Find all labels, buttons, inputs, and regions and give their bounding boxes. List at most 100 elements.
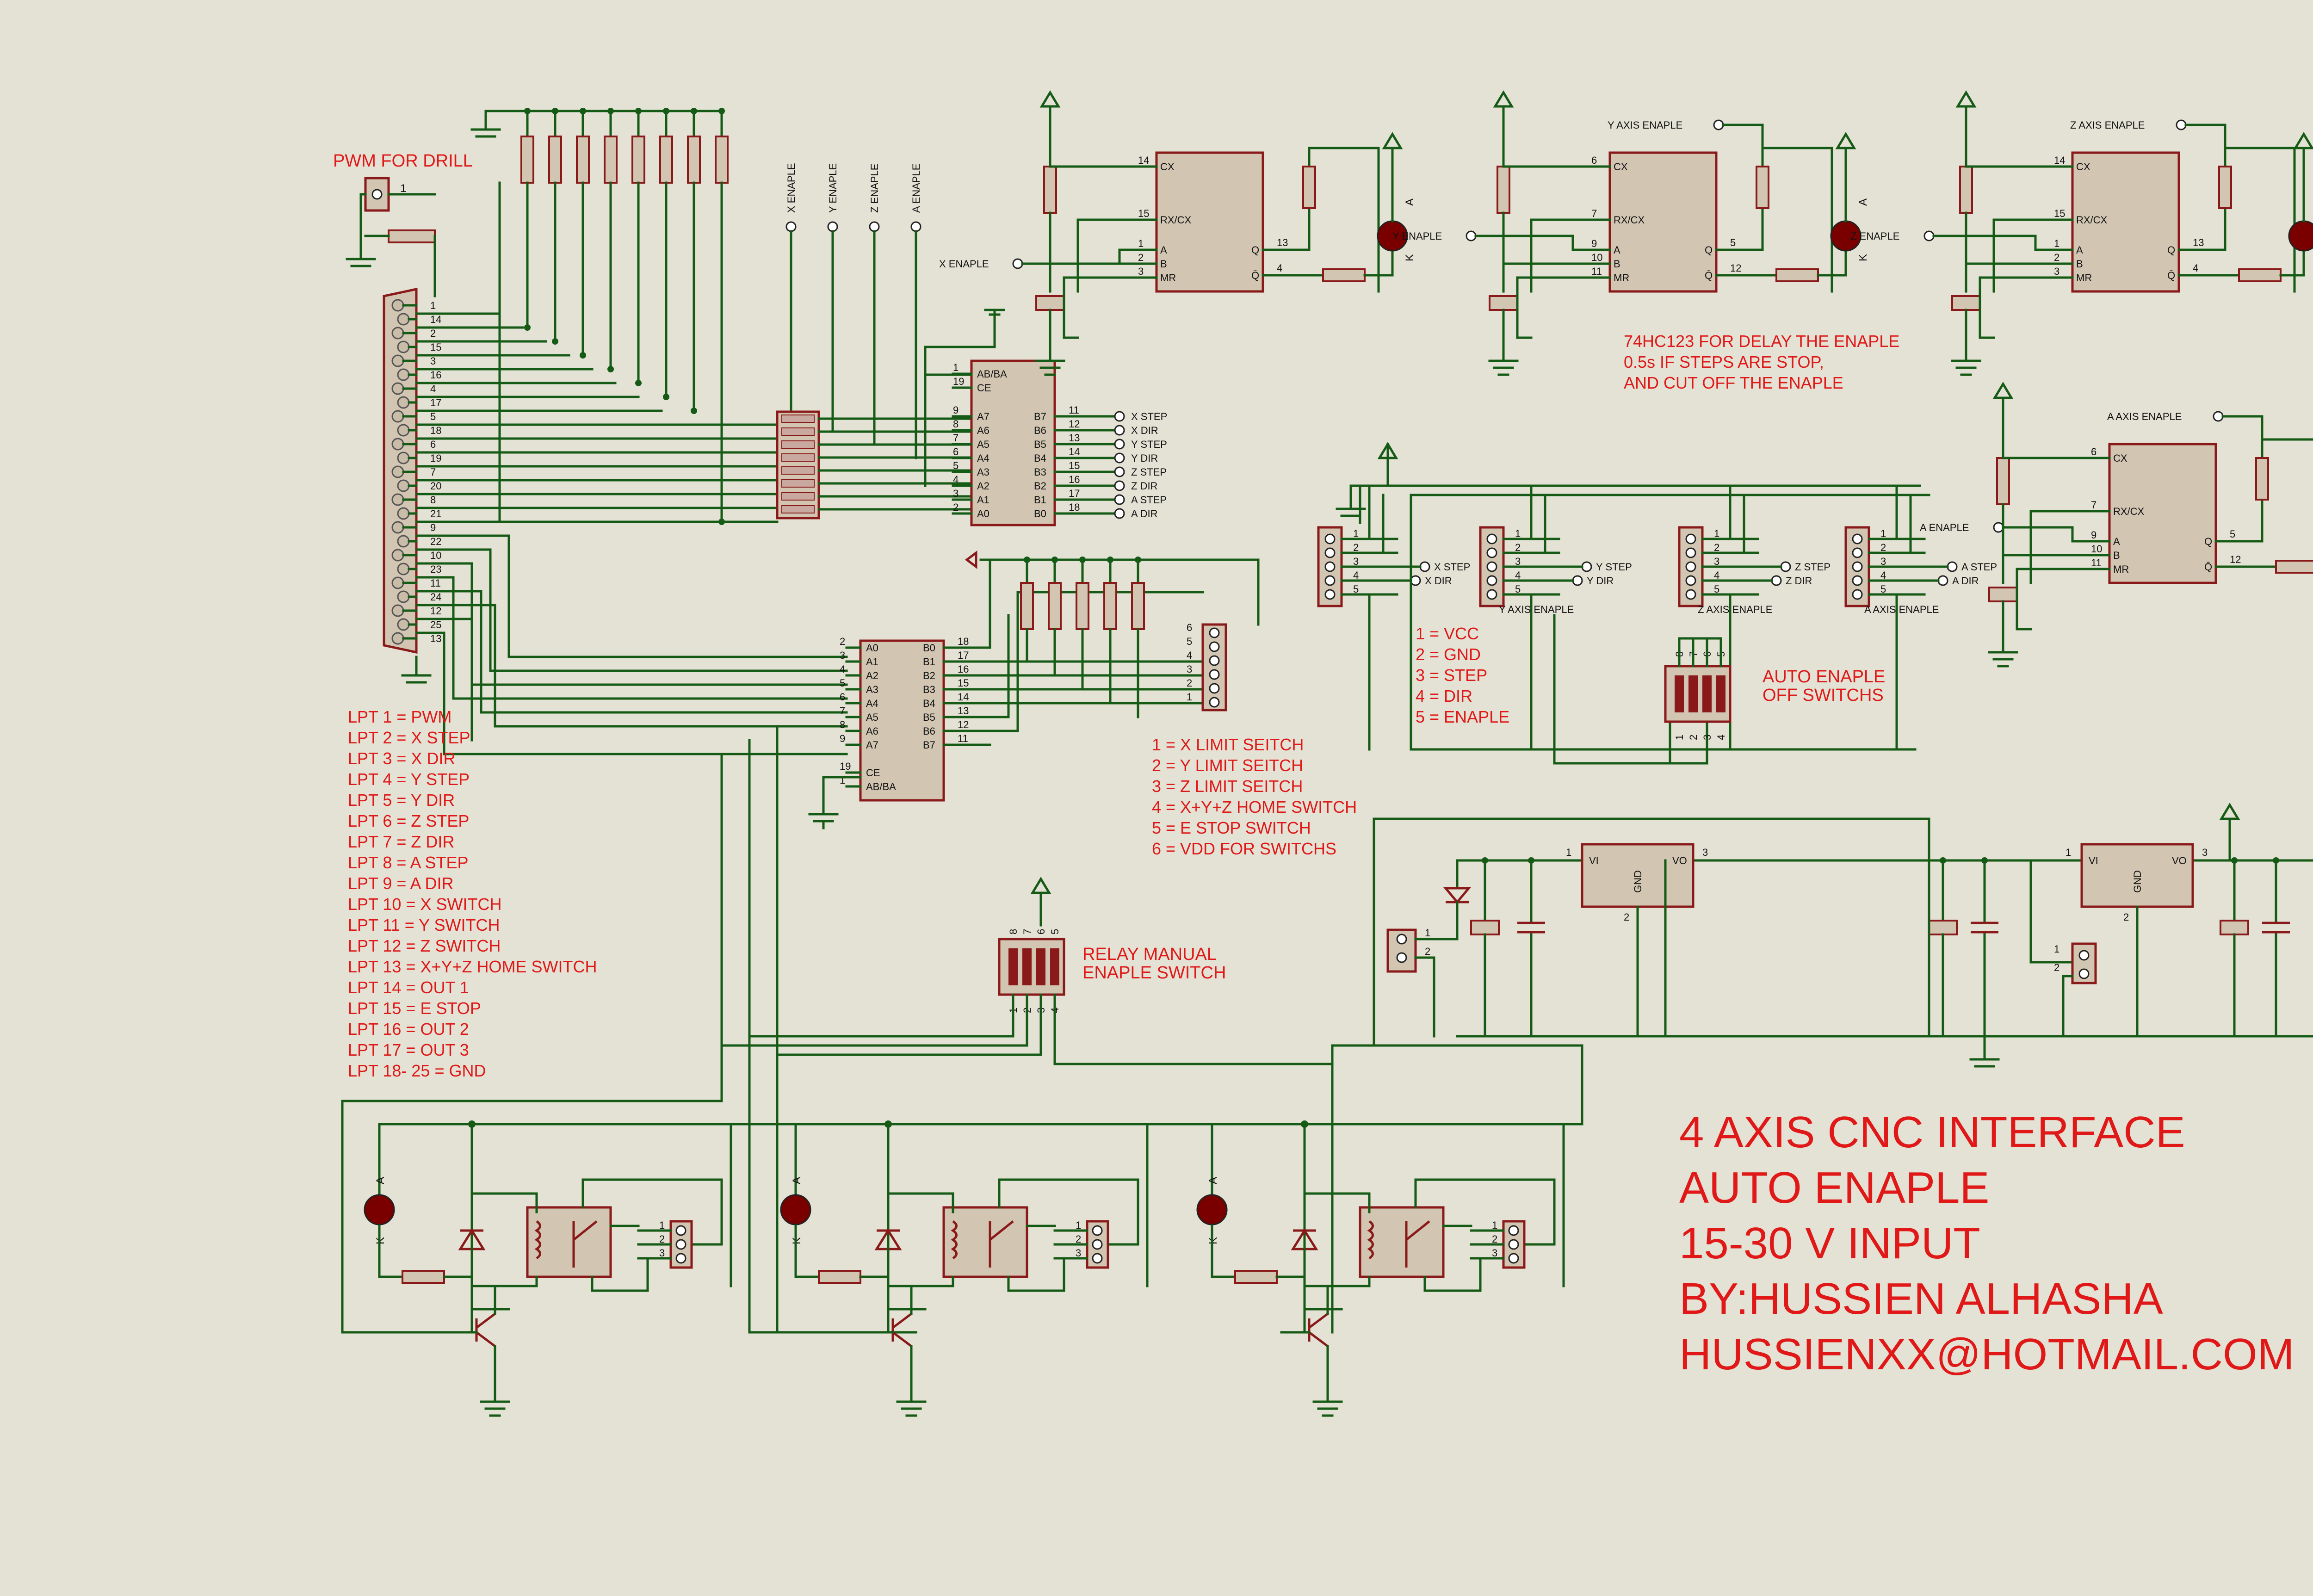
db25-pin-number: 22	[430, 536, 441, 547]
chip-pin-number: 5	[953, 460, 959, 471]
switch-connector-pin	[1209, 683, 1220, 694]
driver-pin-number: 2	[1515, 542, 1521, 553]
chip-pin-name: Q	[1251, 244, 1259, 256]
driver-pin-number: 2	[1714, 542, 1719, 553]
chip-pin-name: B4	[923, 698, 935, 709]
lpt-legend-item: LPT 17 = OUT 3	[348, 1040, 469, 1059]
driver-pin-number: 3	[1515, 556, 1521, 567]
chip-pin-number: 2	[1138, 252, 1144, 263]
connector-pin-number: 4	[1187, 650, 1192, 661]
resistor	[1020, 582, 1034, 630]
relay-connector-pin	[1508, 1225, 1519, 1236]
resistor	[2255, 457, 2269, 501]
title-line: 4 AXIS CNC INTERFACE	[1679, 1107, 2185, 1157]
db25-pin	[391, 521, 404, 534]
svg-text:K: K	[1404, 254, 1416, 261]
chip-pin-number: 15	[958, 677, 969, 689]
driver-bus	[1336, 442, 1930, 765]
svg-text:A: A	[374, 1177, 387, 1184]
resistor	[1756, 166, 1769, 209]
chip-pin-name: A7	[977, 411, 990, 422]
output-connector-pin	[2078, 968, 2090, 979]
db25-pin	[397, 563, 410, 575]
oneshot-output-pin	[2176, 119, 2187, 130]
lpt-legend-item: LPT 6 = Z STEP	[348, 811, 469, 830]
relay-connector-pin	[675, 1239, 686, 1250]
dip-pin-number: 5	[1049, 929, 1061, 934]
enable-input-pin	[1993, 522, 2004, 533]
db25-pin	[397, 424, 410, 437]
lpt-legend-item: LPT 14 = OUT 1	[348, 978, 469, 997]
driver-legend-item: 4 = DIR	[1416, 687, 1472, 705]
db25-pin	[397, 396, 410, 409]
power-connector-pin	[1396, 934, 1407, 945]
chip-pin-name: A	[1614, 244, 1620, 256]
chip-pin-number: 19	[840, 761, 851, 772]
regulator-pin-number: 3	[2202, 847, 2208, 858]
regulator-pin-number: 3	[1702, 847, 1708, 858]
driver-header-pin	[1685, 547, 1696, 558]
auto-enable-label-1: AUTO ENAPLE	[1763, 667, 1885, 687]
chip-pin-name: Q̄	[2204, 561, 2212, 573]
driver-pin-number: 2	[1880, 542, 1886, 553]
driver-pin-number: 1	[1515, 528, 1521, 539]
chip-pin-name: CE	[977, 382, 991, 394]
db25-pin-number: 24	[430, 591, 441, 603]
chip-pin-name: CX	[1614, 161, 1628, 173]
switch-connector-pin	[1209, 697, 1220, 708]
chip-pin-number: 10	[1591, 252, 1602, 263]
chip-pin-name: A2	[977, 480, 990, 492]
driver-signal-label: Y DIR	[1587, 575, 1614, 587]
relay	[526, 1206, 612, 1278]
chip-pin-number: 13	[2193, 237, 2204, 248]
driver-pin-number: 4	[1515, 569, 1521, 581]
connector-pin-number: 1	[1425, 927, 1430, 939]
delay-note-2: 0.5s IF STEPS ARE STOP,	[1624, 353, 1824, 371]
regulator-pin-name: GND	[2132, 870, 2143, 893]
title-line: AUTO ENAPLE	[1679, 1163, 1989, 1212]
chip-pin-number: 6	[1591, 155, 1597, 166]
lpt-legend-item: LPT 12 = Z SWITCH	[348, 936, 501, 955]
enable-input-pin	[827, 221, 838, 232]
step-dir-output-label: A DIR	[1131, 508, 1157, 520]
enable-input-label: A ENAPLE	[910, 164, 922, 213]
db25-pin-number: 14	[430, 314, 441, 325]
db25-pin-number: 6	[430, 439, 436, 450]
driver-pin-number: 4	[1880, 569, 1886, 581]
connector-pin-number: 2	[1187, 677, 1192, 689]
svg-text:A: A	[1207, 1177, 1219, 1184]
db25-pin	[397, 590, 410, 603]
chip-pin-name: B	[1614, 258, 1620, 270]
resistor	[548, 136, 562, 184]
driver-pin-number: 1	[1353, 528, 1359, 539]
step-dir-output-pin	[1114, 494, 1125, 505]
chip-pin-number: 11	[2091, 557, 2102, 569]
relay-connector-pin	[1092, 1239, 1103, 1250]
driver-header-pin	[1685, 533, 1696, 544]
resistor	[604, 136, 618, 184]
lpt-legend-item: LPT 7 = Z DIR	[348, 832, 454, 851]
chip-pin-name: A6	[866, 725, 878, 737]
driver-signal-label: X DIR	[1425, 575, 1452, 587]
driver-pin-number: 5	[1515, 583, 1521, 595]
chip-pin-number: 2	[2054, 252, 2059, 263]
chip-pin-name: CX	[1160, 161, 1175, 173]
pullup-resistors	[470, 108, 729, 525]
regulator-pin-name: GND	[1632, 870, 1644, 893]
chip-pin-number: 12	[958, 719, 969, 730]
resistor	[576, 136, 590, 184]
driver-header-pin	[1324, 547, 1336, 558]
db25-pin	[391, 438, 404, 451]
chip-pin-number: 2	[953, 501, 959, 513]
db25-connector: 1142153164175186197208219221023112412251…	[383, 287, 441, 684]
relay-connector-pin	[675, 1225, 686, 1236]
resistor	[2275, 560, 2313, 574]
dip-pin-number: 6	[1035, 929, 1047, 934]
step-dir-output-label: X DIR	[1131, 425, 1158, 436]
led-indicator	[780, 1194, 811, 1225]
